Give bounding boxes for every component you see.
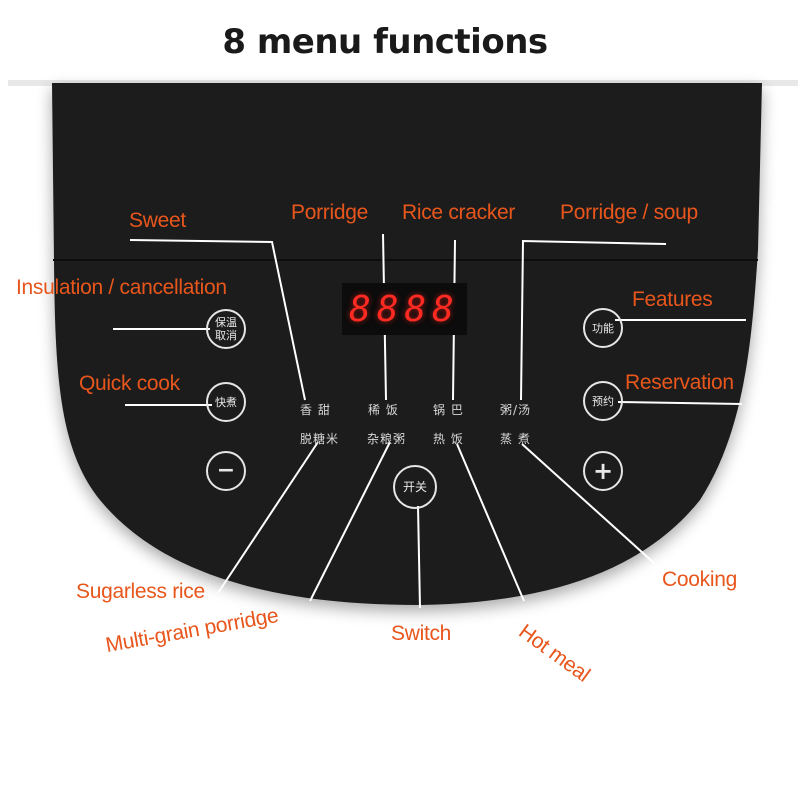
menu-porridge-soup[interactable]: 粥/汤 <box>500 403 532 417</box>
leader-hot-meal <box>456 443 525 602</box>
page-title: 8 menu functions <box>222 22 548 62</box>
label-rice-cracker: Rice cracker <box>402 201 516 224</box>
label-features: Features <box>632 288 713 311</box>
leader-lines <box>113 233 746 609</box>
menu-cooking[interactable]: 蒸 煮 <box>500 432 531 446</box>
reservation-button[interactable]: 预约 <box>583 381 623 421</box>
label-porridge: Porridge <box>291 201 368 224</box>
power-label: 开关 <box>402 479 427 494</box>
menu-sweet[interactable]: 香 甜 <box>300 403 331 417</box>
leader-switch <box>417 505 421 609</box>
label-insulation-cancellation: Insulation / cancellation <box>16 276 227 299</box>
leader-reservation <box>617 401 743 405</box>
label-quick-cook: Quick cook <box>79 372 180 395</box>
quick-cook-label: 快煮 <box>215 395 237 409</box>
function-button[interactable]: 功能 <box>583 308 623 348</box>
menu-rice-cracker[interactable]: 锅 巴 <box>433 403 464 417</box>
led-display-value: 8888 <box>349 288 460 330</box>
menu-hot-meal[interactable]: 热 饭 <box>433 432 464 446</box>
menu-porridge[interactable]: 稀 饭 <box>368 403 399 417</box>
leader-multi-grain <box>309 441 391 602</box>
plus-button[interactable]: + <box>583 451 623 491</box>
keep-warm-cancel-button[interactable]: 保温 取消 <box>206 309 246 349</box>
label-sugarless-rice: Sugarless rice <box>76 580 205 603</box>
menu-sugarless-rice[interactable]: 脱糖米 <box>300 432 340 446</box>
quick-cook-button[interactable]: 快煮 <box>206 382 246 422</box>
power-button[interactable]: 开关 <box>393 465 437 509</box>
label-cooking: Cooking <box>662 568 737 591</box>
label-reservation: Reservation <box>625 371 734 394</box>
plus-icon: + <box>592 457 614 485</box>
label-porridge-soup: Porridge / soup <box>560 201 698 224</box>
menu-multi-grain[interactable]: 杂粮粥 <box>367 432 407 446</box>
panel-body <box>52 83 762 605</box>
leader-cooking <box>521 443 655 564</box>
minus-button[interactable]: − <box>206 451 246 491</box>
function-label: 功能 <box>592 321 614 335</box>
minus-icon: − <box>216 458 236 483</box>
keep-warm-cancel-label: 保温 取消 <box>215 316 237 342</box>
leader-porridge-soup <box>520 239 667 401</box>
leader-sweet <box>129 239 306 401</box>
label-sweet: Sweet <box>129 209 186 232</box>
leader-sugarless-rice <box>217 441 319 594</box>
reservation-label: 预约 <box>592 394 614 408</box>
label-switch: Switch <box>391 622 452 645</box>
led-display: 8888 <box>342 283 467 335</box>
